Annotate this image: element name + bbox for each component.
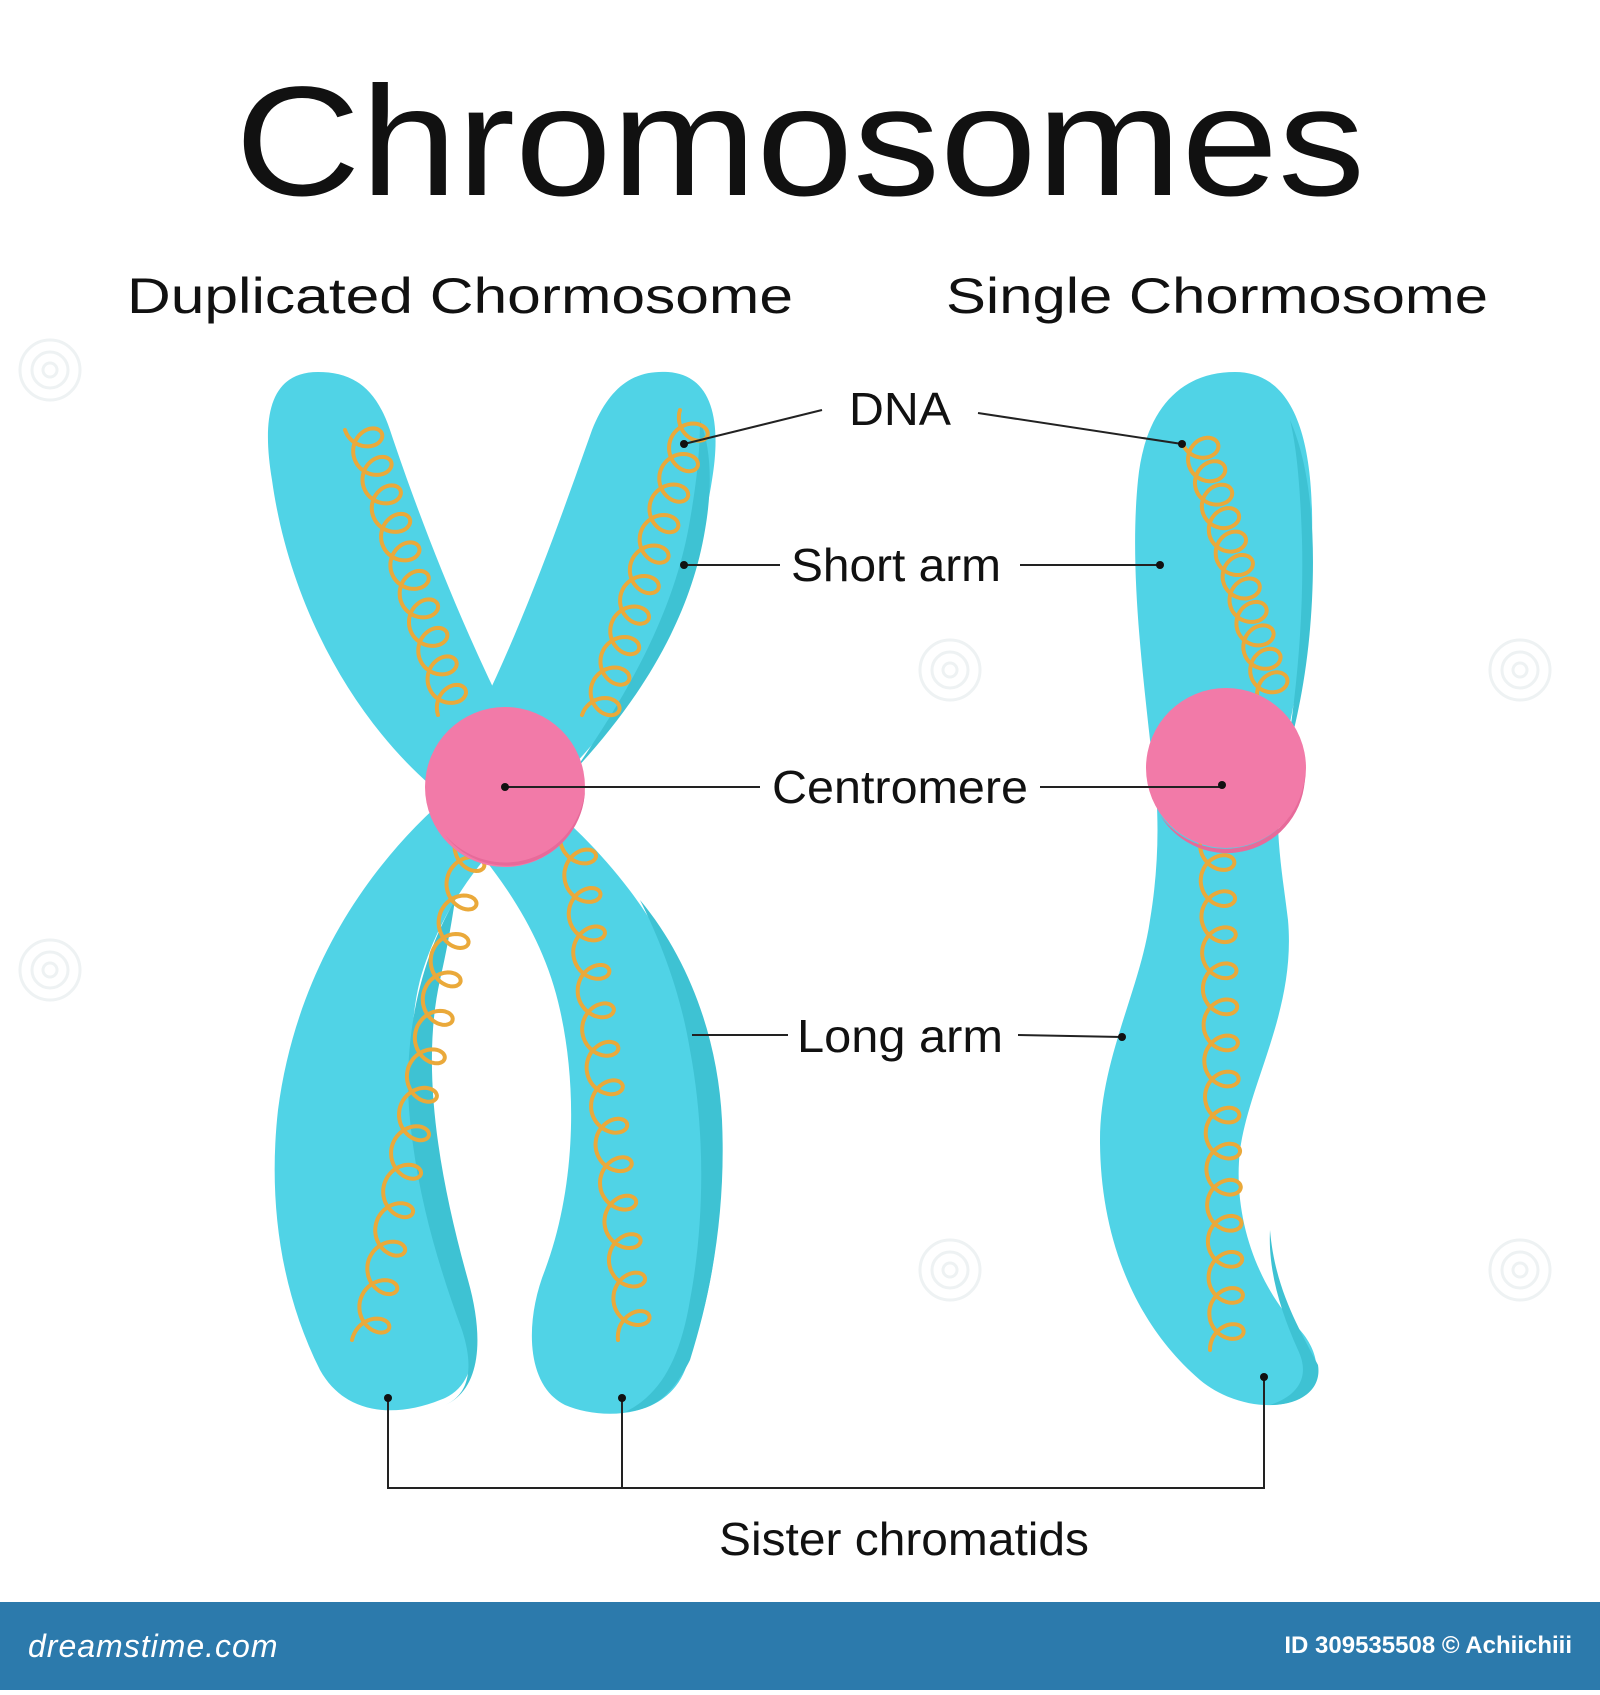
dna-coil [350,838,487,1342]
watermark-layer [18,338,1552,1302]
footer-brand[interactable]: dreamstime.com [28,1627,279,1664]
footer-credit: ID 309535508 © Achiichiii [1284,1632,1572,1660]
chromatid-arm-shade [1269,1230,1319,1405]
centromere-single [1146,688,1306,848]
single-chromatid [1100,372,1317,1406]
centromere-pointer-dot [501,783,509,791]
chromatid-arm-shade [1284,420,1313,770]
dna-pointer-dot [1178,440,1186,448]
dna-coil [580,408,710,718]
watermark-swirl-icon [18,338,82,402]
chromatid-arm-shade [575,420,710,770]
footer-bar [0,1602,1600,1690]
watermark-swirl-icon [1488,638,1552,702]
long-arm-leader-right [1017,1034,1123,1038]
page-title: Chromosomes [235,55,1365,229]
long-arm-pointer-dot [1118,1033,1126,1041]
single-chromosome-heading: Single Chormosome [946,268,1488,324]
watermark-swirl-icon [1488,1238,1552,1302]
centromere-label: Centromere [772,761,1028,813]
centromere-pointer-dot [1218,781,1226,789]
dna-coil [343,426,468,717]
dna-coil [558,838,652,1342]
sister-chromatid-pointer-dot [618,1394,626,1402]
sister-chromatid-pointer-dot [1260,1373,1268,1381]
short-arm-pointer-dot [680,561,688,569]
chromatid-arm-upper-right [455,371,716,805]
footer-image-id: ID 309535508 [1284,1632,1436,1659]
duplicated-chromosome-heading: Duplicated Chormosome [127,268,793,324]
short-arm-label: Short arm [791,539,1001,591]
dna-pointer-dot [680,440,688,448]
footer-author: © Achiichiii [1441,1632,1572,1659]
sister-chromatids-bracket [387,1377,1265,1489]
dna-label: DNA [849,383,951,435]
dna-leader-left [683,409,823,445]
annotations: DNA Short arm Centromere Long arm Sister… [384,383,1268,1565]
duplicated-chromosome [267,371,723,1414]
chromatid-arm-shade [408,900,478,1405]
footer: dreamstime.com ID 309535508 © Achiichiii [0,1602,1600,1690]
dna-leader-right [977,412,1183,445]
long-arm-label: Long arm [797,1010,1003,1062]
watermark-swirl-icon [18,938,82,1002]
sister-chromatids-label: Sister chromatids [719,1513,1089,1565]
chromatid-arm-shade [625,900,723,1412]
single-chromosome [1100,372,1319,1406]
chromatid-arm-lower-left [274,790,520,1411]
sister-chromatid-pointer-dot [384,1394,392,1402]
watermark-swirl-icon [918,1238,982,1302]
dna-coil [1180,435,1290,702]
watermark-swirl-icon [918,638,982,702]
short-arm-pointer-dot [1156,561,1164,569]
dna-coil [1198,843,1246,1352]
